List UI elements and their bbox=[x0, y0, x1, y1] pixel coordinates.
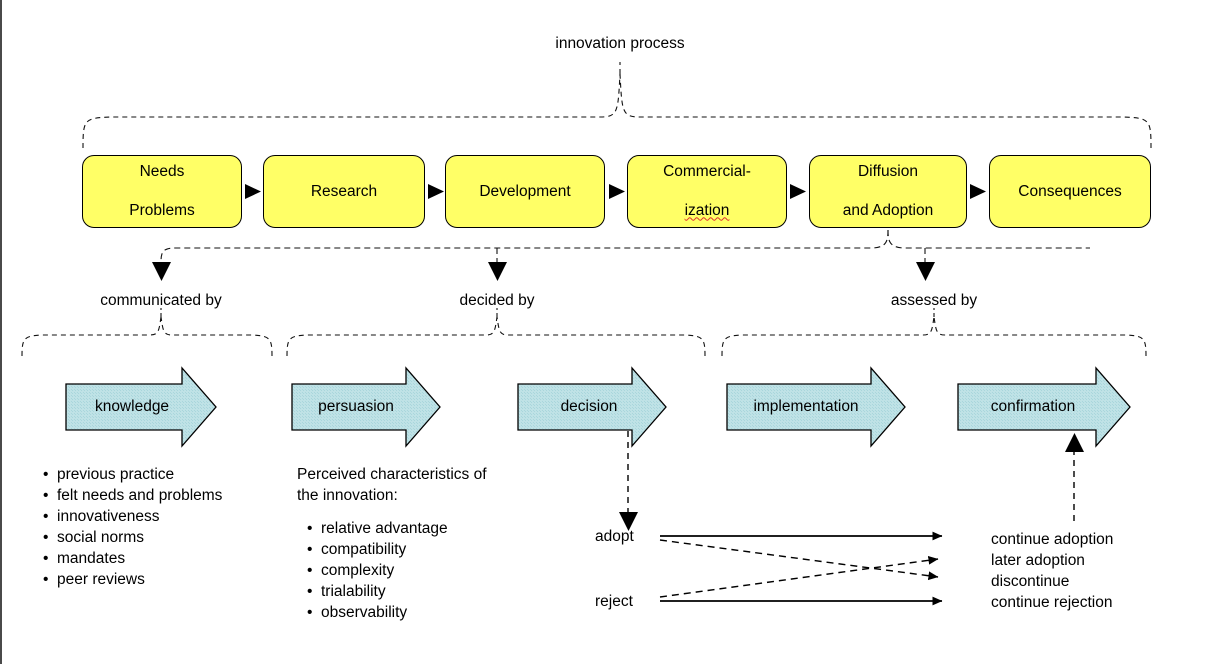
list-item-label: observability bbox=[321, 604, 408, 621]
list-item: • trialability bbox=[307, 581, 448, 602]
process-box-line-1: Commercial- bbox=[663, 162, 751, 180]
list-item: continue rejection bbox=[991, 594, 1113, 611]
process-box-diffusion-and-adoption[interactable]: Diffusion and Adoption bbox=[809, 155, 967, 228]
process-box-line-1: Diffusion bbox=[857, 162, 918, 180]
list-item: • mandates bbox=[43, 548, 222, 569]
list-item-label: relative advantage bbox=[321, 520, 448, 537]
bullet-icon: • bbox=[43, 529, 49, 546]
stage-arrow-label-decision[interactable]: decision bbox=[560, 398, 618, 415]
bullet-icon: • bbox=[43, 571, 49, 588]
list-item: • observability bbox=[307, 602, 448, 623]
frame-left-border bbox=[0, 0, 2, 664]
connector-label-decided-by: decided by bbox=[459, 292, 535, 309]
process-box-line-1: Development bbox=[479, 182, 571, 200]
innovation-process-label: innovation process bbox=[555, 35, 685, 52]
confirmation-feedback-connector bbox=[1065, 433, 1084, 521]
process-box-line-1: Consequences bbox=[1018, 182, 1122, 200]
decision-to-outcome-connector bbox=[619, 431, 638, 531]
stage-arrow-label-confirmation[interactable]: confirmation bbox=[990, 398, 1076, 415]
list-item-label: trialability bbox=[321, 583, 386, 600]
connector-label-communicated-by: communicated by bbox=[100, 292, 222, 309]
process-box-line-2: Problems bbox=[129, 202, 195, 220]
list-item: • previous practice bbox=[43, 464, 222, 485]
bullet-icon: • bbox=[43, 487, 49, 504]
diffusion-distribution-connector bbox=[152, 229, 1090, 281]
process-box-line-1: Needs bbox=[139, 162, 185, 180]
process-box-development[interactable]: Development bbox=[445, 155, 605, 228]
list-item-label: complexity bbox=[321, 562, 395, 579]
knowledge-factors-list: • previous practice • felt needs and pro… bbox=[43, 464, 222, 590]
list-item-label: peer reviews bbox=[57, 571, 145, 588]
bullet-icon: • bbox=[307, 604, 313, 621]
process-box-needs-problems[interactable]: Needs Problems bbox=[82, 155, 242, 228]
list-item: • peer reviews bbox=[43, 569, 222, 590]
list-item-label: previous practice bbox=[57, 466, 175, 483]
list-item-label: mandates bbox=[57, 550, 126, 567]
bullet-icon: • bbox=[307, 541, 313, 558]
list-item: discontinue bbox=[991, 573, 1070, 590]
process-box-line-1: Research bbox=[310, 182, 378, 200]
list-item: • complexity bbox=[307, 560, 448, 581]
decision-outcome-reject: reject bbox=[595, 593, 633, 610]
bullet-icon: • bbox=[43, 508, 49, 525]
adoption-group-braces bbox=[21, 308, 1147, 357]
bullet-icon: • bbox=[43, 550, 49, 567]
stage-arrow-label-implementation[interactable]: implementation bbox=[753, 398, 859, 415]
list-item: • innovativeness bbox=[43, 506, 222, 527]
process-box-research[interactable]: Research bbox=[263, 155, 425, 228]
list-item: • social norms bbox=[43, 527, 222, 548]
bullet-icon: • bbox=[307, 520, 313, 537]
list-item-label: compatibility bbox=[321, 541, 407, 558]
process-box-line-2: and Adoption bbox=[842, 202, 934, 220]
outcome-flow-lines bbox=[659, 531, 943, 606]
list-item: continue adoption bbox=[991, 531, 1114, 548]
list-item: later adoption bbox=[991, 552, 1085, 569]
process-box-line-2-misspelled: ization bbox=[684, 202, 730, 220]
list-item: • relative advantage bbox=[307, 518, 448, 539]
innovation-process-brace bbox=[82, 62, 1152, 149]
persuasion-factors-list: • relative advantage • compatibility • c… bbox=[307, 518, 448, 623]
stage-arrow-label-knowledge[interactable]: knowledge bbox=[94, 398, 170, 415]
bullet-icon: • bbox=[307, 562, 313, 579]
list-item-label: social norms bbox=[57, 529, 144, 546]
bullet-icon: • bbox=[43, 466, 49, 483]
bullet-icon: • bbox=[307, 583, 313, 600]
process-box-commercialization[interactable]: Commercial- ization bbox=[627, 155, 787, 228]
stage-arrow-label-persuasion[interactable]: persuasion bbox=[318, 398, 394, 415]
list-item-label: felt needs and problems bbox=[57, 487, 223, 504]
confirmation-outcomes-list: continue adoption later adoption discont… bbox=[991, 529, 1113, 613]
process-box-consequences[interactable]: Consequences bbox=[989, 155, 1151, 228]
list-item: • compatibility bbox=[307, 539, 448, 560]
list-item-label: innovativeness bbox=[57, 508, 160, 525]
list-item: • felt needs and problems bbox=[43, 485, 222, 506]
persuasion-heading: Perceived characteristics of the innovat… bbox=[297, 466, 487, 504]
decision-outcome-adopt: adopt bbox=[595, 528, 634, 545]
connector-label-assessed-by: assessed by bbox=[890, 292, 978, 309]
